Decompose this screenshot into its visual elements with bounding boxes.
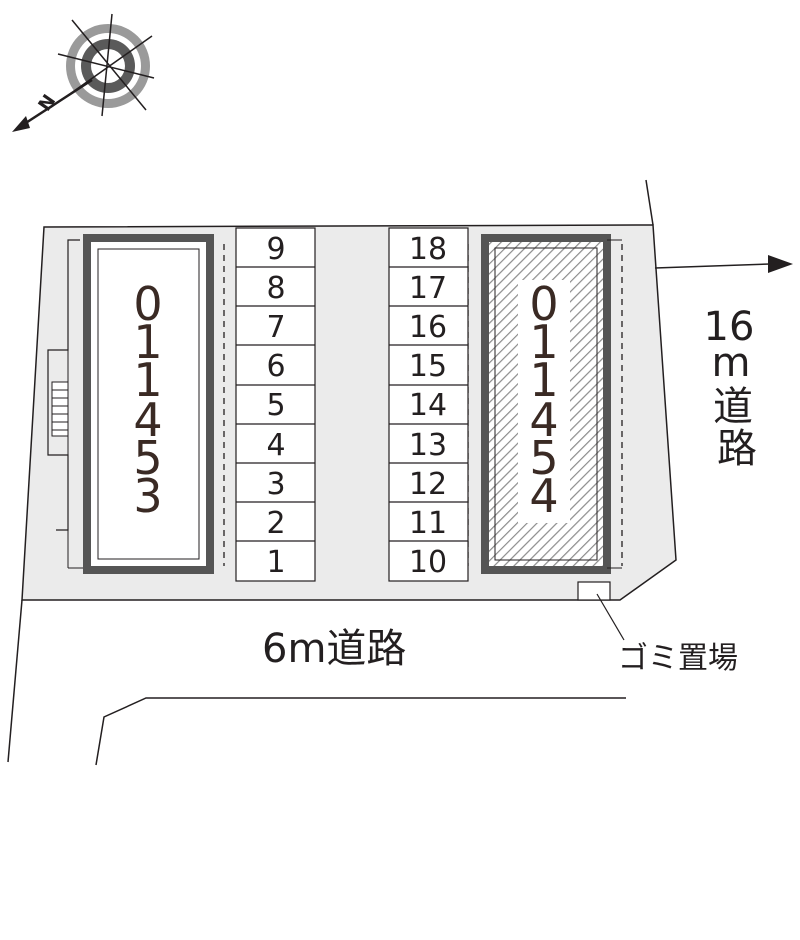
building-011453: 0 1 1 4 5 3 <box>67 234 225 574</box>
building-label-char: 1 <box>133 315 162 369</box>
garbage-station: ゴミ置場 <box>577 581 738 676</box>
building-011454: 0 1 1 4 5 4 <box>467 234 623 574</box>
building-label-char: 4 <box>133 393 162 447</box>
parking-slot-label: 17 <box>409 271 447 306</box>
roads: 6m道路 16 m 道 路 <box>7 179 793 766</box>
parking-slot-label: 6 <box>266 349 285 384</box>
north-label: N <box>34 91 60 115</box>
road-label-right: m <box>712 340 751 386</box>
road-label-right: 16 <box>704 304 755 350</box>
building-label-char: 5 <box>529 431 558 485</box>
building-label-char: 4 <box>529 393 558 447</box>
parking-slot-label: 7 <box>266 310 285 345</box>
building-label-char: 5 <box>133 431 162 485</box>
parking-slot-label: 18 <box>409 232 447 267</box>
parking-slot-label: 2 <box>266 506 285 541</box>
road-label-right: 路 <box>717 426 757 472</box>
parking-column-right: 18 17 16 15 14 13 12 11 10 <box>388 227 469 582</box>
building-label-char: 3 <box>133 469 162 523</box>
parking-slot-label: 15 <box>409 349 447 384</box>
direction-arrow-icon <box>768 255 793 273</box>
parking-slot-label: 9 <box>266 232 285 267</box>
parking-slot-label: 12 <box>409 467 447 502</box>
parking-slot-label: 10 <box>409 545 447 580</box>
garbage-label: ゴミ置場 <box>618 641 738 676</box>
parking-slot-label: 1 <box>266 545 285 580</box>
parking-slot-label: 13 <box>409 428 447 463</box>
parking-slot-label: 4 <box>266 428 285 463</box>
building-label-char: 1 <box>529 353 558 407</box>
parking-column-left: 9 8 7 6 5 4 3 2 1 <box>235 227 316 582</box>
building-label-char: 1 <box>529 315 558 369</box>
parking-slot-label: 14 <box>409 388 447 423</box>
parking-slot-label: 16 <box>409 310 447 345</box>
parking-slot-label: 8 <box>266 271 285 306</box>
road-label-bottom: 6m道路 <box>262 626 406 672</box>
building-label-char: 1 <box>133 353 162 407</box>
parking-slot-label: 5 <box>266 388 285 423</box>
parking-slot-label: 11 <box>409 506 447 541</box>
building-label-char: 4 <box>529 469 558 523</box>
road-label-right: 道 <box>713 384 753 430</box>
building-label-char: 0 <box>529 277 558 331</box>
north-arrow-compass-icon: N <box>12 13 155 132</box>
building-label-char: 0 <box>133 277 162 331</box>
parking-slot-label: 3 <box>266 467 285 502</box>
